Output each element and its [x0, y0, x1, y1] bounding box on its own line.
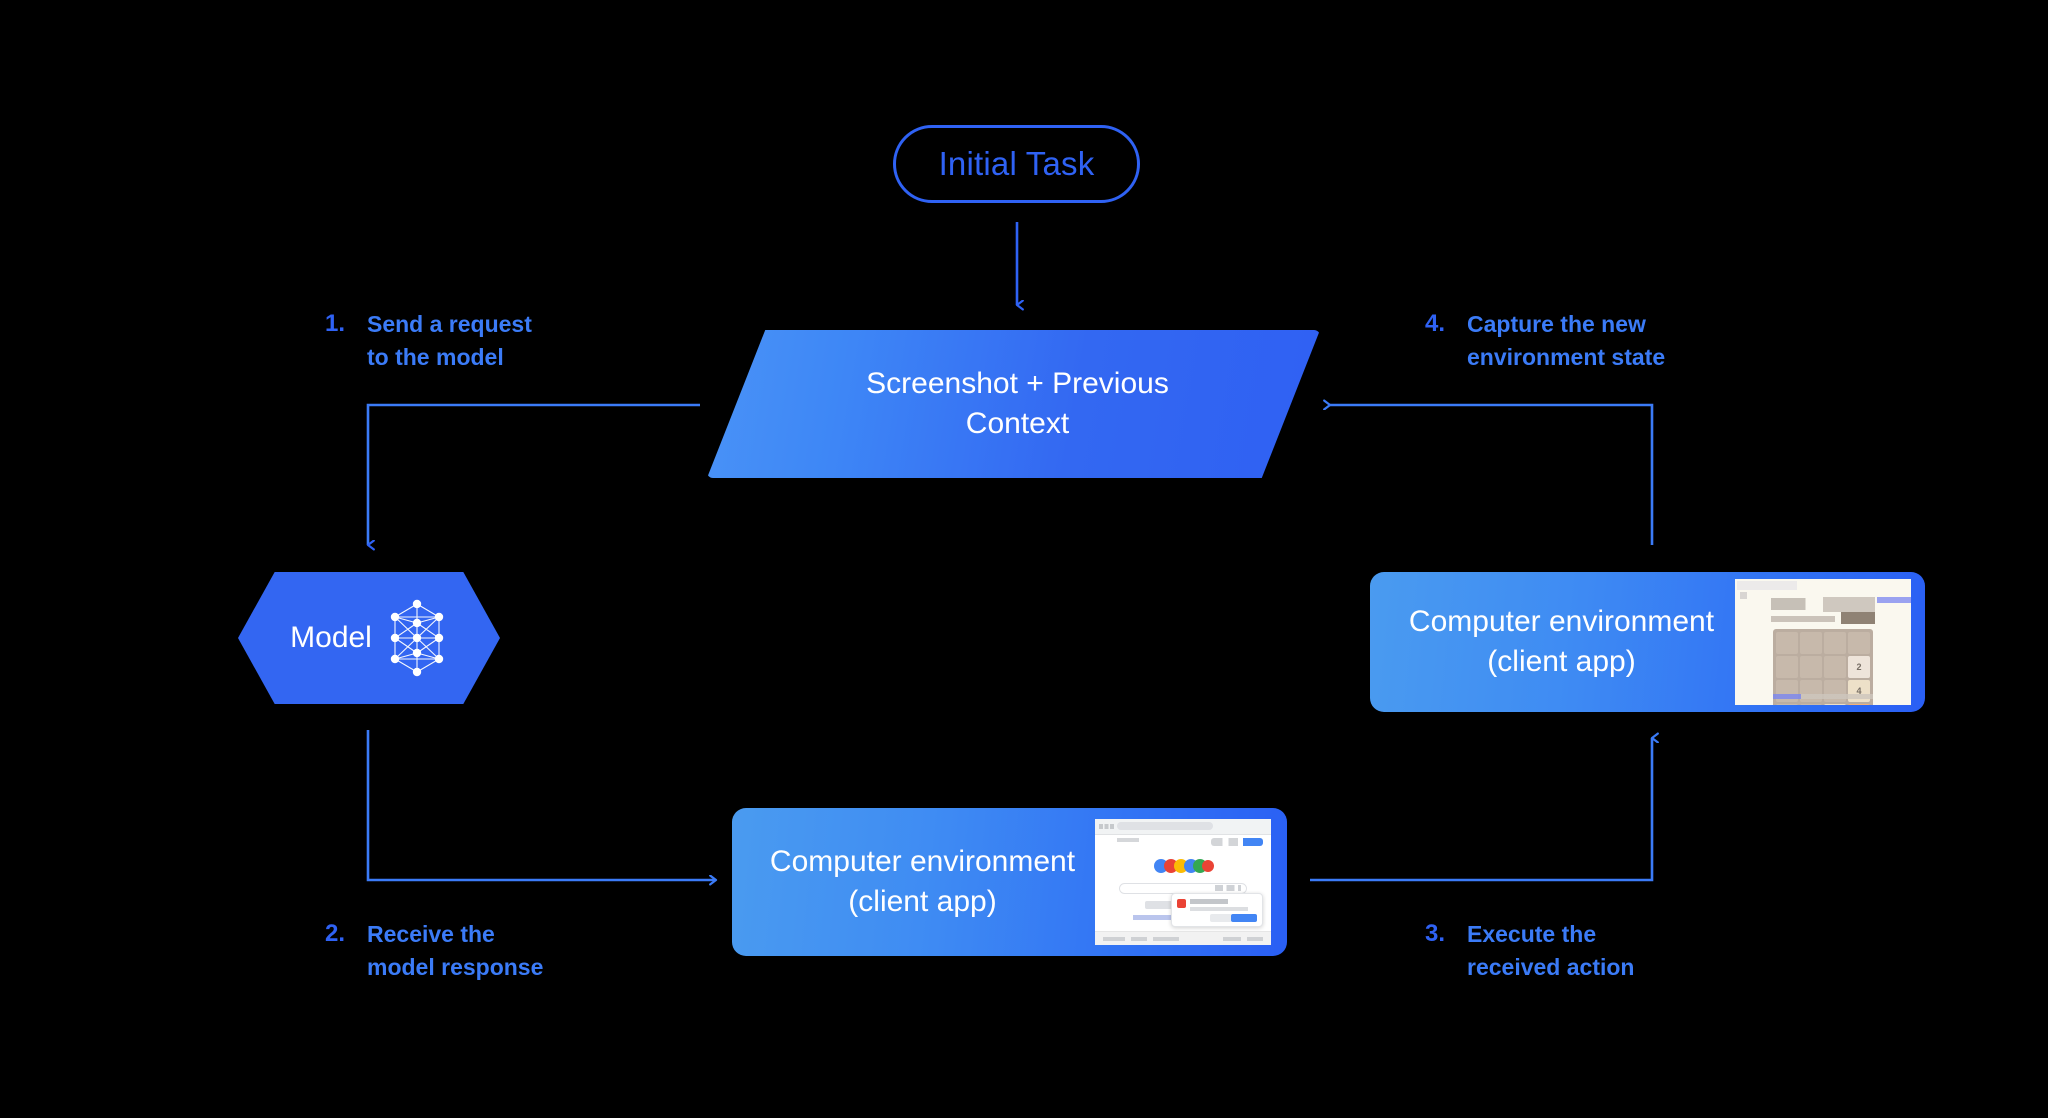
step-2-number: 2.	[325, 920, 346, 947]
google-logo-icon	[1154, 859, 1214, 873]
wire-env-bottom-to-env-right	[1310, 738, 1652, 882]
step-4-text: Capture the new environment state	[1467, 311, 1666, 370]
env-right-line-2: (client app)	[1487, 645, 1636, 678]
wire-model-to-env-bottom	[366, 730, 716, 880]
wire-env-right-to-context	[1330, 405, 1654, 545]
thumbnail-2048-game: 2 4 4 8	[1735, 579, 1911, 705]
env-bottom-line-2: (client app)	[848, 885, 997, 918]
env-card-bottom-label: Computer environment (client app)	[732, 842, 1095, 922]
step-1-number: 1.	[325, 310, 346, 337]
game-board-2048: 2 4 4 8	[1773, 629, 1873, 705]
thumbnail-google-search	[1095, 819, 1271, 945]
context-line-1: Screenshot + Previous	[866, 367, 1169, 401]
env-card-right: Computer environment (client app) 2	[1370, 572, 1925, 712]
step-3-number: 3.	[1425, 920, 1446, 947]
tile-8: 8	[1848, 704, 1870, 705]
tile-2: 2	[1848, 656, 1870, 678]
context-node-label: Screenshot + Previous Context	[707, 330, 1320, 478]
model-node-shape	[238, 572, 500, 704]
browser-dialog	[1171, 893, 1263, 927]
tile-4b: 4	[1824, 704, 1846, 705]
step-2-text: Receive the model response	[367, 921, 544, 980]
context-node-shape	[707, 330, 1320, 478]
neural-network-icon	[390, 599, 444, 677]
initial-task-label: Initial Task	[938, 145, 1095, 182]
wire-context-to-model	[366, 403, 700, 545]
step-1-annotation: 1. Send a request to the model	[325, 308, 532, 373]
initial-task-node: Initial Task	[893, 125, 1140, 203]
step-1-text: Send a request to the model	[367, 311, 532, 370]
env-right-line-1: Computer environment	[1408, 605, 1715, 639]
step-4-annotation: 4. Capture the new environment state	[1425, 308, 1665, 373]
model-node-label: Model	[290, 621, 372, 654]
step-2-annotation: 2. Receive the model response	[325, 918, 543, 983]
env-card-right-label: Computer environment (client app)	[1370, 602, 1735, 682]
env-bottom-line-1: Computer environment	[769, 845, 1076, 879]
step-3-text: Execute the received action	[1467, 921, 1635, 980]
env-card-bottom: Computer environment (client app)	[732, 808, 1287, 956]
context-line-2: Context	[965, 407, 1070, 440]
model-node: Model	[238, 572, 500, 704]
step-4-number: 4.	[1425, 310, 1446, 337]
step-3-annotation: 3. Execute the received action	[1425, 918, 1634, 983]
context-node: Screenshot + Previous Context	[707, 330, 1320, 478]
